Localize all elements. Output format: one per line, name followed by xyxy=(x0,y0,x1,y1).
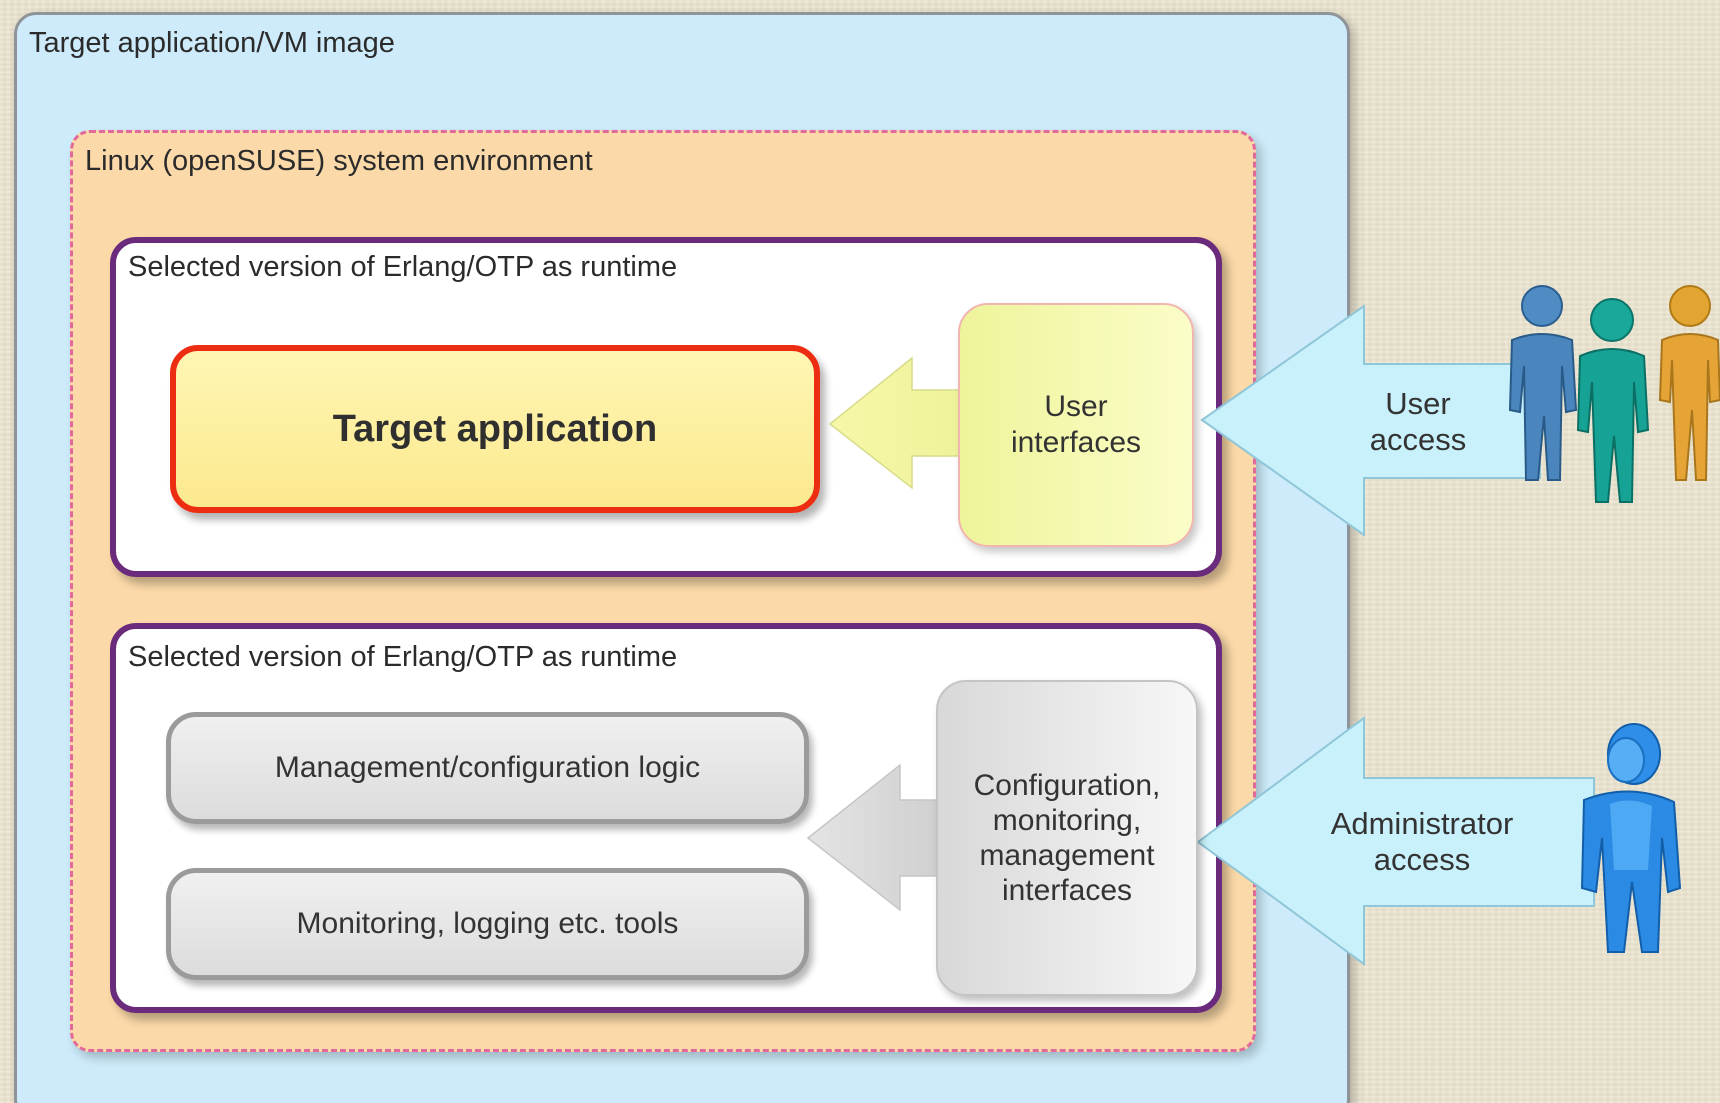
runtime-title-bottom: Selected version of Erlang/OTP as runtim… xyxy=(128,641,678,673)
administrator-access-label: Administrator access xyxy=(1330,806,1514,877)
user-interfaces-block[interactable]: User interfaces xyxy=(958,303,1194,547)
user-interfaces-label: User interfaces xyxy=(1010,390,1142,459)
users-group-icon xyxy=(1508,285,1720,503)
target-application-block[interactable]: Target application xyxy=(170,345,820,513)
runtime-title-top: Selected version of Erlang/OTP as runtim… xyxy=(128,251,678,283)
management-logic-block[interactable]: Management/configuration logic xyxy=(166,712,809,824)
vm-image-title: Target application/VM image xyxy=(29,27,395,59)
config-interfaces-label: Configuration, monitoring, management in… xyxy=(973,769,1161,907)
config-interfaces-block[interactable]: Configuration, monitoring, management in… xyxy=(936,680,1198,996)
administrator-icon xyxy=(1580,723,1682,953)
user-access-label: User access xyxy=(1369,386,1467,457)
monitoring-tools-block[interactable]: Monitoring, logging etc. tools xyxy=(166,868,809,980)
linux-environment-title: Linux (openSUSE) system environment xyxy=(85,145,593,177)
